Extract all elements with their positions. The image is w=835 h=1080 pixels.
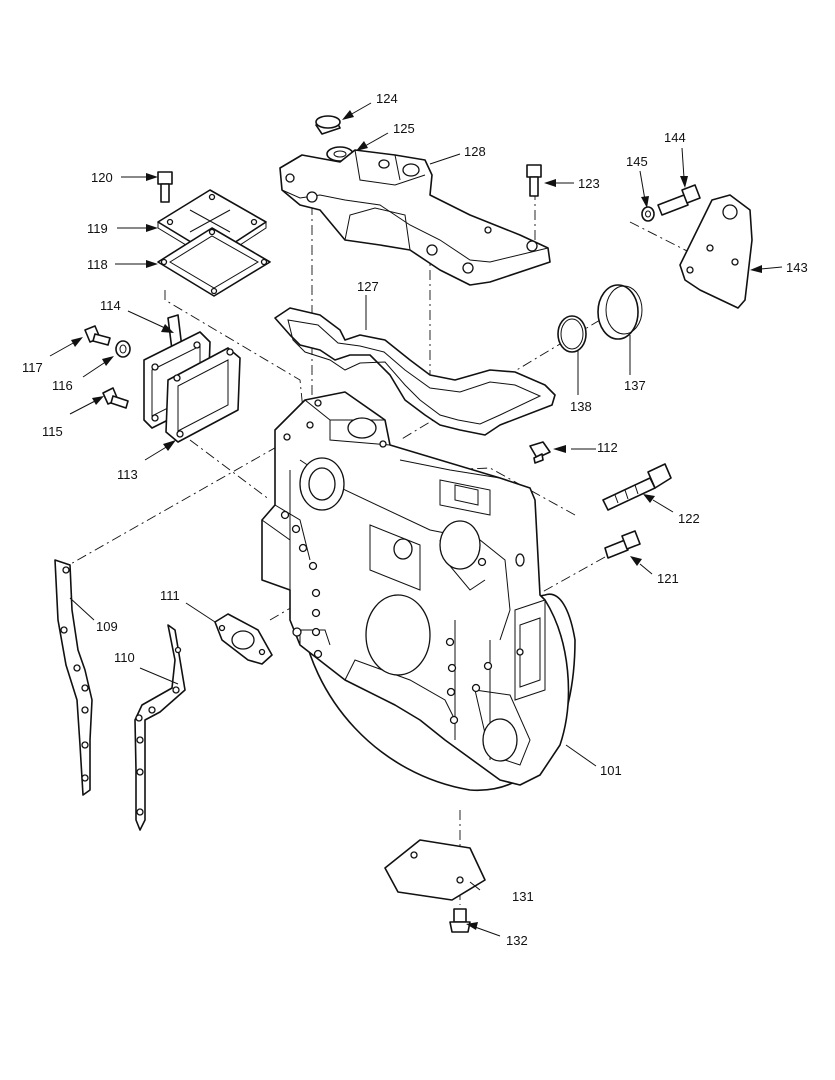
callout-120: 120 — [91, 170, 113, 185]
callout-117: 117 — [22, 360, 43, 375]
part-111-gasket — [214, 613, 273, 665]
callout-123: 123 — [578, 176, 600, 191]
callout-125: 125 — [393, 121, 415, 136]
callout-110: 110 — [114, 650, 135, 665]
leader-lines — [49, 102, 783, 937]
part-128-upper-housing — [279, 149, 551, 286]
part-101-flywheel-housing — [261, 391, 576, 791]
part-113-gasket — [165, 347, 241, 443]
callout-131: 131 — [512, 889, 534, 904]
part-145-washer — [641, 206, 655, 222]
part-137-plug — [597, 284, 643, 340]
callout-137: 137 — [624, 378, 646, 393]
callout-138: 138 — [570, 399, 592, 414]
part-132-screw — [449, 908, 471, 933]
callout-132: 132 — [506, 933, 528, 948]
part-124-plug — [315, 115, 341, 135]
callout-labels: 101 109 110 111 112 113 114 115 116 117 … — [22, 91, 808, 948]
callout-119: 119 — [87, 221, 108, 236]
part-127-gasket — [274, 307, 556, 436]
part-143-bracket — [679, 194, 753, 309]
part-120-screw — [157, 171, 173, 203]
part-131-cover-plate — [384, 839, 486, 901]
callout-114: 114 — [100, 298, 121, 313]
callout-145: 145 — [626, 154, 648, 169]
part-121-bolt — [604, 530, 641, 559]
callout-143: 143 — [786, 260, 808, 275]
callout-121: 121 — [657, 571, 679, 586]
part-144-bolt — [657, 184, 701, 216]
part-109-gasket — [54, 559, 93, 796]
callout-111: 111 — [160, 588, 180, 603]
part-117-screw — [84, 325, 111, 346]
part-138-o-ring — [557, 315, 587, 353]
callout-144: 144 — [664, 130, 686, 145]
part-118-gasket — [157, 227, 271, 297]
callout-109: 109 — [96, 619, 118, 634]
callout-122: 122 — [678, 511, 700, 526]
part-115-screw — [102, 387, 129, 409]
callout-124: 124 — [376, 91, 398, 106]
callout-128: 128 — [464, 144, 486, 159]
callout-101: 101 — [600, 763, 622, 778]
callout-112: 112 — [597, 440, 618, 455]
callout-115: 115 — [42, 424, 63, 439]
part-116-washer — [115, 340, 131, 358]
callout-113: 113 — [117, 467, 138, 482]
callout-118: 118 — [87, 257, 108, 272]
callout-127: 127 — [357, 279, 379, 294]
part-122-bolt — [602, 463, 672, 511]
part-112-bolt — [529, 441, 551, 464]
part-110-gasket — [134, 624, 186, 831]
callout-116: 116 — [52, 378, 73, 393]
part-123-screw — [526, 164, 542, 197]
